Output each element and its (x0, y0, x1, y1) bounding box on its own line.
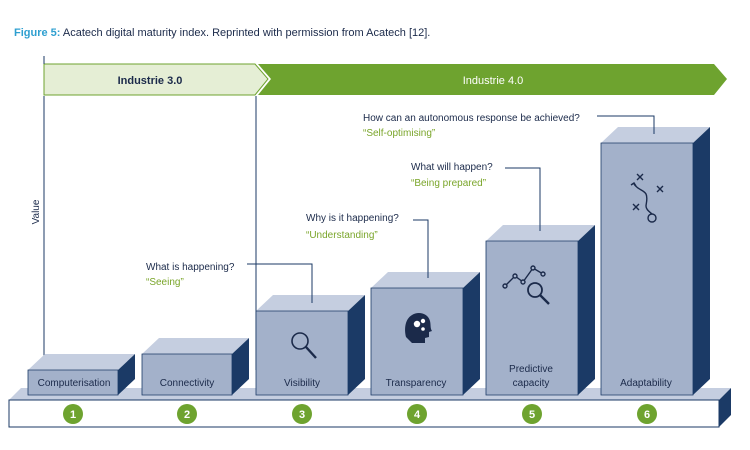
stage-box-side-2 (232, 338, 249, 395)
strategy-play-icon (630, 173, 664, 223)
stage-number-3: 3 (299, 409, 305, 421)
industrie-3-banner (43, 63, 269, 96)
callout-stage-6: How can an autonomous response be achiev… (363, 113, 655, 139)
industrie-4-banner (258, 64, 727, 95)
question-stage-6: How can an autonomous response be achiev… (363, 113, 580, 124)
stage-box-side-1 (118, 354, 135, 395)
stage-box-top-6 (601, 127, 710, 143)
answer-stage-4: “Understanding” (306, 230, 378, 241)
figure-label: Figure 5: (14, 27, 61, 39)
stage-label-2: Connectivity (160, 378, 214, 389)
stage-number-6: 6 (644, 409, 650, 421)
stage-box-side-4 (463, 272, 480, 395)
y-axis-label: Value (31, 199, 42, 224)
answer-stage-5: “Being prepared” (411, 178, 486, 189)
stage-number-5: 5 (529, 409, 535, 421)
figure-caption-text: Acatech digital maturity index. Reprinte… (62, 27, 431, 39)
stage-label-5-line-1: Predictive (509, 364, 553, 375)
stage-label-3: Visibility (284, 378, 320, 389)
stage-label-5-line-2: capacity (513, 378, 550, 389)
stage-label-4: Transparency (386, 378, 447, 389)
stage-number-badge-5 (522, 404, 542, 424)
question-stage-4: Why is it happening? (306, 213, 399, 224)
callout-stage-3: What is happening? “Seeing” (146, 262, 313, 303)
stage-box-6 (600, 127, 710, 396)
stage-box-side-6 (693, 127, 710, 395)
stage-number-2: 2 (184, 409, 190, 421)
trend-analysis-icon (502, 265, 550, 305)
stage-number-badge-1 (63, 404, 83, 424)
stage-box-face-5 (485, 240, 579, 396)
stage-box-top-5 (486, 225, 595, 241)
stage-box-face-1 (27, 369, 119, 396)
industrie-4-label: Industrie 4.0 (463, 75, 524, 87)
stage-label-1: Computerisation (38, 378, 111, 389)
stage-box-3 (255, 295, 365, 396)
callout-stage-5: What will happen? “Being prepared” (411, 162, 541, 231)
stage-box-side-3 (348, 295, 365, 395)
stage-number-badge-4 (407, 404, 427, 424)
figure-caption: Figure 5: Acatech digital maturity index… (14, 27, 430, 39)
stage-number-badge-2 (177, 404, 197, 424)
answer-stage-6: “Self-optimising” (363, 128, 435, 139)
magnifier-icon (291, 332, 317, 359)
stage-box-top-3 (256, 295, 365, 311)
question-stage-3: What is happening? (146, 262, 235, 273)
stage-box-face-2 (141, 353, 233, 396)
stage-box-2 (141, 338, 249, 396)
stage-box-5 (485, 225, 595, 396)
stage-box-face-6 (600, 142, 694, 396)
brain-gears-icon (405, 313, 432, 343)
stage-number-1: 1 (70, 409, 76, 421)
stage-box-side-5 (578, 225, 595, 395)
stage-number-4: 4 (414, 409, 421, 421)
stage-number-badge-3 (292, 404, 312, 424)
stage-box-top-2 (142, 338, 249, 354)
stage-box-top-1 (28, 354, 135, 370)
question-stage-5: What will happen? (411, 162, 493, 173)
stage-label-6: Adaptability (620, 378, 672, 389)
industrie-3-label: Industrie 3.0 (118, 75, 183, 87)
callout-stage-4: Why is it happening? “Understanding” (306, 213, 429, 278)
stage-box-face-3 (255, 310, 349, 396)
stage-box-1 (27, 354, 135, 396)
answer-stage-3: “Seeing” (146, 277, 184, 288)
stage-number-badge-6 (637, 404, 657, 424)
stage-box-top-4 (371, 272, 480, 288)
